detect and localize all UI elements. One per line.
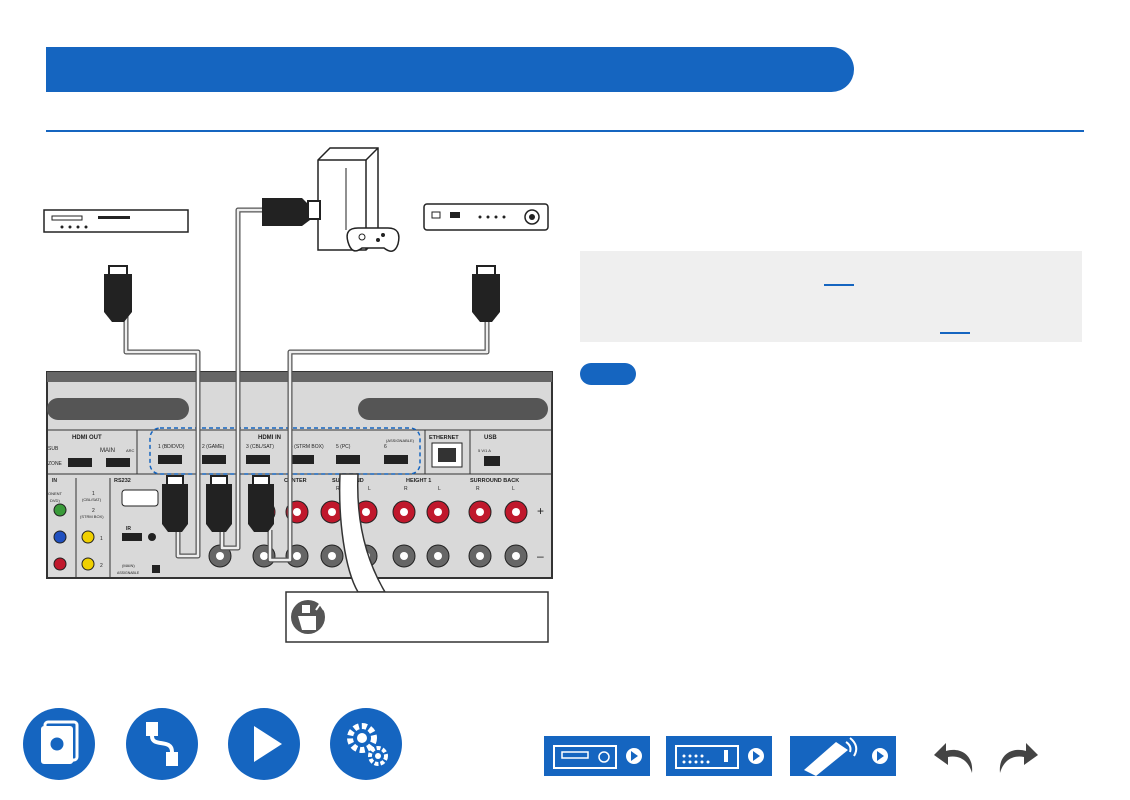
minus-label: – bbox=[537, 549, 544, 563]
sub-label: SUB bbox=[48, 446, 59, 452]
section-title-bar bbox=[46, 47, 854, 92]
component-in-2: 2 bbox=[92, 508, 95, 514]
component-in-1: 1 bbox=[92, 491, 95, 497]
hdmi-in-1-label: 1 (BD/DVD) bbox=[158, 444, 185, 450]
receiver-rear-panel: HDMI OUT SUB ZONE MAIN ARC HDMI IN (ASSI… bbox=[46, 371, 553, 579]
hand-insert-icon bbox=[291, 600, 325, 634]
play-icon bbox=[254, 726, 282, 762]
rear-panel-button[interactable] bbox=[666, 736, 772, 776]
hdmi-in-3-label: 3 (CBL/SAT) bbox=[246, 444, 274, 450]
rear-panel-icon bbox=[675, 745, 764, 769]
bd-dvd-player-icon bbox=[43, 209, 189, 233]
main-assignable-sub: ASSIGNABLE bbox=[117, 571, 140, 575]
title-rule bbox=[46, 130, 1084, 132]
remote-control-button[interactable] bbox=[790, 736, 896, 776]
connection-diagram: HDMI OUT SUB ZONE MAIN ARC HDMI IN (ASSI… bbox=[43, 147, 553, 643]
hdmi-in-2-label: 2 (GAME) bbox=[202, 444, 225, 450]
usb-rating: 5 V/1 A bbox=[478, 448, 491, 453]
plus-label: + bbox=[537, 504, 544, 518]
page-reference-link-2[interactable] bbox=[940, 332, 970, 334]
hdmi-in-port-4 bbox=[290, 455, 314, 464]
component-sub-label: DVD) bbox=[50, 498, 60, 503]
hdmi-cables bbox=[123, 207, 490, 563]
undo-arrow-icon[interactable] bbox=[932, 737, 978, 777]
main-label: MAIN bbox=[100, 448, 115, 454]
sb-r-label: R bbox=[476, 486, 480, 492]
set-top-box-icon bbox=[423, 203, 549, 231]
hdmi-in-port-2 bbox=[202, 455, 226, 464]
remote-control-icon bbox=[804, 737, 888, 776]
assignable-label: (ASSIGNABLE) bbox=[386, 438, 415, 443]
nav-playback-button[interactable] bbox=[228, 708, 300, 780]
page-reference-link-1[interactable] bbox=[824, 284, 854, 286]
settings-gears-icon bbox=[347, 723, 388, 766]
game-console-icon bbox=[317, 147, 400, 252]
hdmi-in-label: HDMI IN bbox=[258, 435, 281, 441]
height1-r-label: R bbox=[404, 486, 408, 492]
front-panel-button[interactable] bbox=[544, 736, 650, 776]
nav-manual-button[interactable] bbox=[23, 708, 95, 780]
hdmi-in-5-label: 5 (PC) bbox=[336, 444, 351, 450]
jack-2-label: 2 bbox=[100, 563, 103, 569]
component-label: ONENT bbox=[48, 491, 63, 496]
hdmi-in-port-1 bbox=[158, 455, 182, 464]
front-panel-icon bbox=[553, 745, 642, 769]
sb-l-label: L bbox=[512, 486, 515, 492]
main-assignable-label: (MAIN) bbox=[122, 563, 135, 568]
ethernet-label: ETHERNET bbox=[429, 435, 459, 441]
surround-l-label: L bbox=[368, 486, 371, 492]
center-label: CENTER bbox=[284, 478, 307, 484]
info-box bbox=[580, 251, 1082, 342]
redo-arrow-icon[interactable] bbox=[994, 737, 1040, 777]
hdmi-plugs bbox=[104, 198, 500, 532]
usb-label: USB bbox=[484, 435, 497, 441]
surround-r-label: R bbox=[336, 486, 340, 492]
rs232-label: RS232 bbox=[114, 478, 131, 484]
arc-label: ARC bbox=[126, 448, 135, 453]
zone-label: ZONE bbox=[48, 461, 63, 467]
component-in-2-sub: (STRM BOX) bbox=[80, 514, 104, 519]
hdmi-in-port-3 bbox=[246, 455, 270, 464]
in-label: IN bbox=[52, 478, 57, 484]
jack-1-label: 1 bbox=[100, 536, 103, 542]
height1-l-label: L bbox=[438, 486, 441, 492]
hdmi-in-4-label: 4 (STRM BOX) bbox=[290, 444, 324, 450]
hdmi-in-port-5 bbox=[336, 455, 360, 464]
ir-label: IR bbox=[126, 526, 131, 532]
component-in-1-sub: (CBL/SAT) bbox=[82, 497, 102, 502]
callout-box bbox=[285, 591, 549, 643]
nav-connection-button[interactable] bbox=[126, 708, 198, 780]
nav-setup-button[interactable] bbox=[330, 708, 402, 780]
height1-label: HEIGHT 1 bbox=[406, 478, 431, 484]
surround-back-label: SURROUND BACK bbox=[470, 478, 519, 484]
manual-book-icon bbox=[41, 720, 79, 764]
connection-cable-icon bbox=[146, 722, 178, 766]
note-badge bbox=[580, 363, 636, 385]
hdmi-out-label: HDMI OUT bbox=[72, 435, 102, 441]
hdmi-in-port-6 bbox=[384, 455, 408, 464]
hdmi-in-6-label: 6 bbox=[384, 444, 387, 450]
